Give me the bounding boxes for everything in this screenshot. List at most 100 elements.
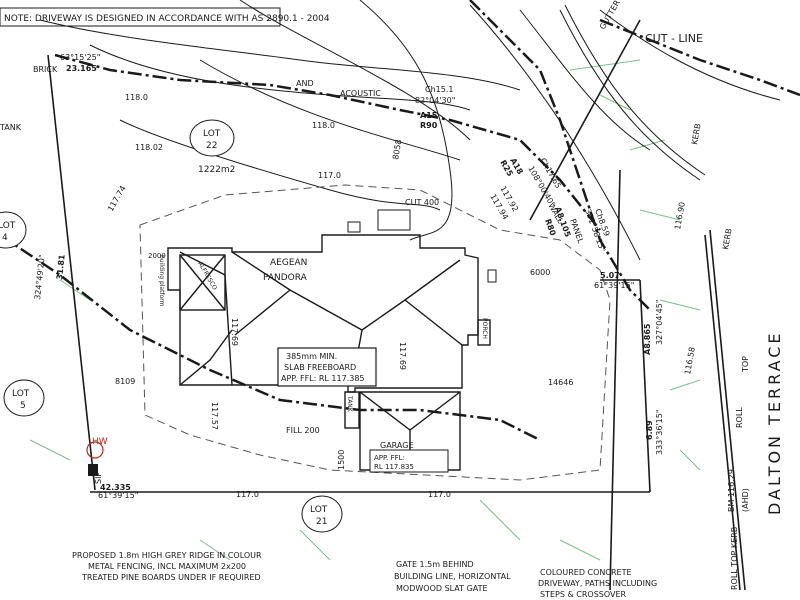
svg-text:6000: 6000 (530, 268, 550, 277)
bearing-7: 82°04'30" (415, 96, 455, 105)
svg-text:ROLL: ROLL (735, 407, 744, 428)
distance-2: 31.81 (55, 254, 67, 281)
service-pit (86, 441, 104, 476)
svg-text:118.0: 118.0 (312, 121, 335, 130)
svg-text:1500: 1500 (337, 450, 346, 470)
tank-label: TANK (346, 395, 353, 413)
drive-note-2: DRIVEWAY, PATHS INCLUDING (538, 579, 657, 588)
distance-6: A8.865 (643, 323, 652, 355)
bearing-4: 61°39'15" (594, 281, 634, 290)
svg-text:CUT 400: CUT 400 (405, 198, 439, 207)
svg-text:117.74: 117.74 (106, 184, 128, 213)
svg-text:8109: 8109 (115, 377, 135, 386)
contour-labels: 118.0 118.02 118.0 117.0 117.0 117.0 117… (106, 93, 697, 499)
svg-text:1222m2: 1222m2 (198, 165, 235, 175)
freeboard-box (277, 347, 377, 387)
svg-text:LOT: LOT (12, 389, 30, 399)
bearing-6: 327°04'45" (655, 299, 664, 345)
site-labels: BRICK AND ACOUSTIC WALL TANK CUT 400 FIL… (0, 0, 750, 590)
distance-4: 5.07 (600, 271, 620, 280)
svg-text:8058: 8058 (391, 139, 403, 161)
svg-text:117.0: 117.0 (428, 490, 451, 499)
bearings: 63°15'25" 23.165 324°49'20" 31.81 42.335… (33, 53, 664, 500)
svg-text:LOT: LOT (203, 129, 221, 139)
porch-label: PORCH (481, 318, 488, 339)
house-model: PANDORA (263, 273, 308, 283)
freeboard-line2: SLAB FREEBOARD (284, 363, 356, 372)
street-name: DALTON TERRACE (765, 330, 784, 515)
svg-text:21: 21 (316, 517, 327, 527)
svg-text:117.57: 117.57 (210, 402, 219, 430)
svg-text:KERB: KERB (721, 228, 734, 251)
driveway-note: NOTE: DRIVEWAY IS DESIGNED IN ACCORDANCE… (4, 14, 330, 24)
svg-text:LOT: LOT (310, 505, 328, 515)
svg-text:117.69: 117.69 (230, 318, 239, 346)
drive-note-1: COLOURED CONCRETE (540, 568, 632, 577)
svg-text:BRICK: BRICK (33, 65, 58, 74)
distance-1: 23.165 (66, 64, 97, 73)
cut-line-label: CUT - LINE (645, 32, 703, 45)
garage (344, 391, 461, 471)
svg-text:KERB: KERB (690, 123, 703, 146)
svg-text:5: 5 (20, 401, 26, 411)
distance-5: 6.89 (645, 420, 654, 440)
svg-text:TOP: TOP (741, 356, 750, 373)
svg-text:TANK: TANK (0, 123, 22, 132)
garage-ffl-box (369, 449, 449, 473)
bearing-5: 333°36'15" (655, 409, 664, 455)
svg-text:FILL 200: FILL 200 (286, 426, 320, 435)
svg-text:117.0: 117.0 (318, 171, 341, 180)
lot-21: LOT 21 (301, 495, 343, 533)
contour-lines (39, 0, 781, 261)
svg-text:R90: R90 (420, 121, 438, 130)
notes-bottom: PROPOSED 1.8m HIGH GREY RIDGE IN COLOUR … (72, 551, 657, 599)
lot-5: LOT 5 (3, 379, 45, 417)
gate-note-2: BUILDING LINE, HORIZONTAL (394, 572, 511, 581)
house-name: AEGEAN (270, 258, 307, 268)
distance-3: 42.335 (100, 483, 131, 492)
svg-text:HW: HW (92, 437, 108, 447)
svg-text:(AHD): (AHD) (741, 488, 750, 512)
svg-text:4: 4 (2, 233, 8, 243)
svg-text:SIP: SIP (94, 472, 103, 484)
svg-text:116.90: 116.90 (673, 201, 687, 230)
fence-note-3: TREATED PINE BOARDS UNDER IF REQUIRED (81, 573, 261, 582)
svg-text:117.0: 117.0 (236, 490, 259, 499)
building-envelope (139, 184, 611, 481)
gate-note-3: MODWOOD SLAT GATE (396, 584, 488, 593)
svg-text:117.69: 117.69 (398, 342, 407, 370)
bearing-3: 61°39'15" (98, 491, 138, 500)
chord-1: Ch15.1 (425, 85, 453, 94)
freeboard-line1: 385mm MIN. (286, 352, 337, 361)
svg-text:BM 116.29: BM 116.29 (727, 469, 736, 512)
bearing-1: 63°15'25" (60, 53, 100, 62)
svg-text:118.02: 118.02 (135, 143, 163, 152)
garage-ffl-line1: APP. FFL: (374, 454, 405, 462)
survey-levels (29, 59, 701, 561)
drive-note-3: STEPS & CROSSOVER (540, 590, 627, 599)
gate-note-1: GATE 1.5m BEHIND (396, 560, 474, 569)
fence-note-2: METAL FENCING, INCL MAXIMUM 2x200 (88, 562, 246, 571)
svg-text:118.0: 118.0 (125, 93, 148, 102)
lot-4: LOT 4 (0, 211, 27, 249)
note-box (0, 7, 281, 27)
bearing-2: 324°49'20" (33, 254, 47, 300)
svg-text:116.58: 116.58 (683, 346, 697, 375)
svg-text:ROLL TOP KERB: ROLL TOP KERB (730, 527, 739, 590)
fence-note-1: PROPOSED 1.8m HIGH GREY RIDGE IN COLOUR (72, 551, 262, 560)
property-lines (47, 19, 746, 591)
building-platform-label: building platform (158, 255, 165, 307)
garage-ffl-line2: RL 117.835 (374, 463, 414, 471)
svg-text:2000: 2000 (148, 252, 166, 260)
services (347, 209, 497, 283)
svg-text:ACOUSTIC: ACOUSTIC (340, 89, 381, 98)
svg-text:22: 22 (206, 141, 217, 151)
freeboard-line3: APP. FFL: RL 117.385 (281, 374, 365, 383)
lot-22: LOT 22 1222m2 (189, 119, 235, 175)
svg-text:LOT: LOT (0, 221, 16, 231)
svg-text:14646: 14646 (548, 378, 573, 387)
svg-text:A15: A15 (420, 111, 438, 120)
garage-label: GARAGE (380, 441, 414, 450)
svg-text:AND: AND (296, 79, 314, 88)
